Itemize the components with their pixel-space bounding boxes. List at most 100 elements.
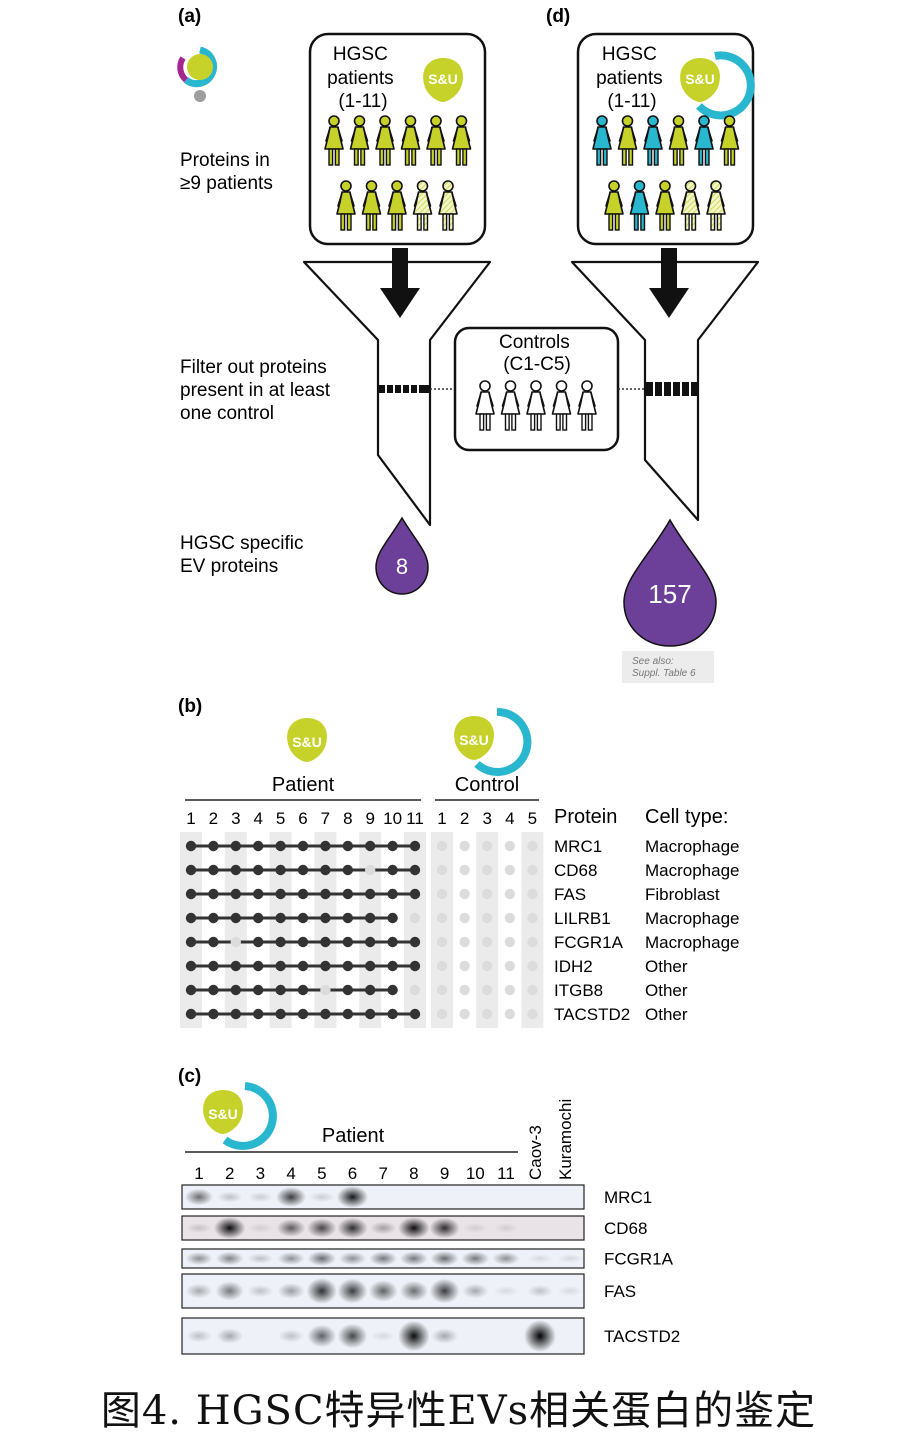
control-absent-dot: [527, 1008, 538, 1020]
control-absent-dot: [482, 840, 493, 852]
present-dot: [387, 912, 398, 924]
present-dot: [185, 936, 197, 948]
present-dot: [365, 960, 376, 972]
control-absent-dot: [459, 960, 470, 972]
present-dot: [320, 936, 331, 948]
present-dot: [185, 984, 197, 996]
present-dot: [253, 984, 264, 996]
present-dot: [387, 864, 398, 876]
present-dot: [208, 936, 219, 948]
down-arrow-d-icon: [649, 248, 689, 318]
blot-band: [338, 1251, 367, 1266]
lane-number: 3: [256, 1164, 265, 1183]
patient-number: 10: [383, 809, 402, 828]
su-badge-icon: S&U: [423, 58, 463, 102]
present-dot: [230, 912, 241, 924]
patients-box-a-title: HGSC patients (1-11): [327, 44, 399, 112]
present-dot: [275, 936, 286, 948]
su-u-badge-b-icon: S&U U: [454, 707, 532, 776]
small-logo-icon: [177, 46, 217, 102]
patients-box-d-title: HGSC patients (1-11): [596, 44, 668, 112]
present-dot: [185, 912, 197, 924]
column-shade: [521, 832, 544, 1028]
present-dot: [409, 936, 421, 948]
blot-band: [370, 1221, 397, 1235]
blot-band: [185, 1283, 213, 1299]
patient-number: 5: [276, 809, 285, 828]
present-dot: [365, 984, 376, 996]
patient-number: 6: [298, 809, 307, 828]
present-dot: [185, 864, 197, 876]
present-dot: [297, 936, 309, 948]
blot-band: [368, 1280, 398, 1302]
protein-name: IDH2: [554, 957, 593, 976]
column-shade: [224, 832, 247, 1028]
present-dot: [387, 936, 398, 948]
present-dot: [208, 984, 219, 996]
su-badge-b-icon: S&U: [287, 718, 327, 762]
column-shade: [314, 832, 337, 1028]
present-dot: [208, 912, 219, 924]
panel-d-label: (d): [546, 6, 570, 27]
cell-type: Macrophage: [645, 837, 740, 856]
step-proteins-label: Proteins in ≥9 patients: [180, 150, 275, 194]
present-dot: [387, 840, 398, 852]
blot-band: [186, 1222, 212, 1234]
lane-number: 9: [440, 1164, 449, 1183]
present-dot: [275, 984, 286, 996]
blot-band: [429, 1217, 460, 1239]
svg-text:S&U: S&U: [208, 1106, 238, 1122]
present-dot: [253, 960, 264, 972]
control-absent-dot: [504, 864, 515, 876]
present-dot: [253, 840, 264, 852]
blot-band: [557, 1285, 583, 1297]
filter-bar-d-ticks: [653, 382, 691, 396]
control-absent-dot: [527, 984, 538, 996]
control-absent-dot: [459, 888, 470, 900]
patient-number: 11: [406, 809, 424, 828]
column-header-protein: Protein: [554, 806, 617, 828]
blot-protein-label: TACSTD2: [604, 1327, 680, 1346]
present-dot: [365, 840, 376, 852]
present-dot: [230, 984, 241, 996]
control-number: 5: [528, 809, 537, 828]
present-dot: [208, 1008, 219, 1020]
cell-type: Fibroblast: [645, 885, 720, 904]
present-dot: [409, 840, 421, 852]
present-dot: [342, 936, 353, 948]
control-number: 1: [437, 809, 446, 828]
present-dot: [230, 864, 241, 876]
protein-name: FCGR1A: [554, 933, 624, 952]
blot-band: [276, 1219, 306, 1237]
protein-name: TACSTD2: [554, 1005, 630, 1024]
present-dot: [297, 888, 309, 900]
blot-band: [247, 1284, 274, 1298]
control-absent-dot: [527, 960, 538, 972]
present-dot: [365, 912, 376, 924]
present-dot: [297, 984, 309, 996]
present-dot: [185, 960, 197, 972]
controls-title: Controls (C1-C5): [499, 332, 575, 375]
present-dot: [253, 936, 264, 948]
column-shade: [359, 832, 382, 1028]
control-absent-dot: [482, 912, 493, 924]
control-absent-dot: [482, 936, 493, 948]
blot-band: [492, 1251, 520, 1266]
present-dot: [320, 840, 331, 852]
blot-band: [524, 1320, 556, 1352]
column-header-celltype: Cell type:: [645, 806, 728, 828]
control-number: 4: [505, 809, 514, 828]
blot-band: [493, 1223, 519, 1233]
protein-name: LILRB1: [554, 909, 611, 928]
control-absent-dot: [504, 936, 515, 948]
step-filter-label: Filter out proteins present in at least …: [180, 357, 335, 424]
filter-bar-a-ticks: [385, 385, 419, 393]
control-absent-dot: [436, 888, 448, 900]
control-absent-dot: [436, 960, 448, 972]
present-dot: [230, 960, 241, 972]
blot-band: [337, 1278, 368, 1304]
blot-band: [216, 1328, 243, 1344]
blot-band: [276, 1187, 307, 1207]
control-number: 3: [482, 809, 491, 828]
present-dot: [365, 888, 376, 900]
